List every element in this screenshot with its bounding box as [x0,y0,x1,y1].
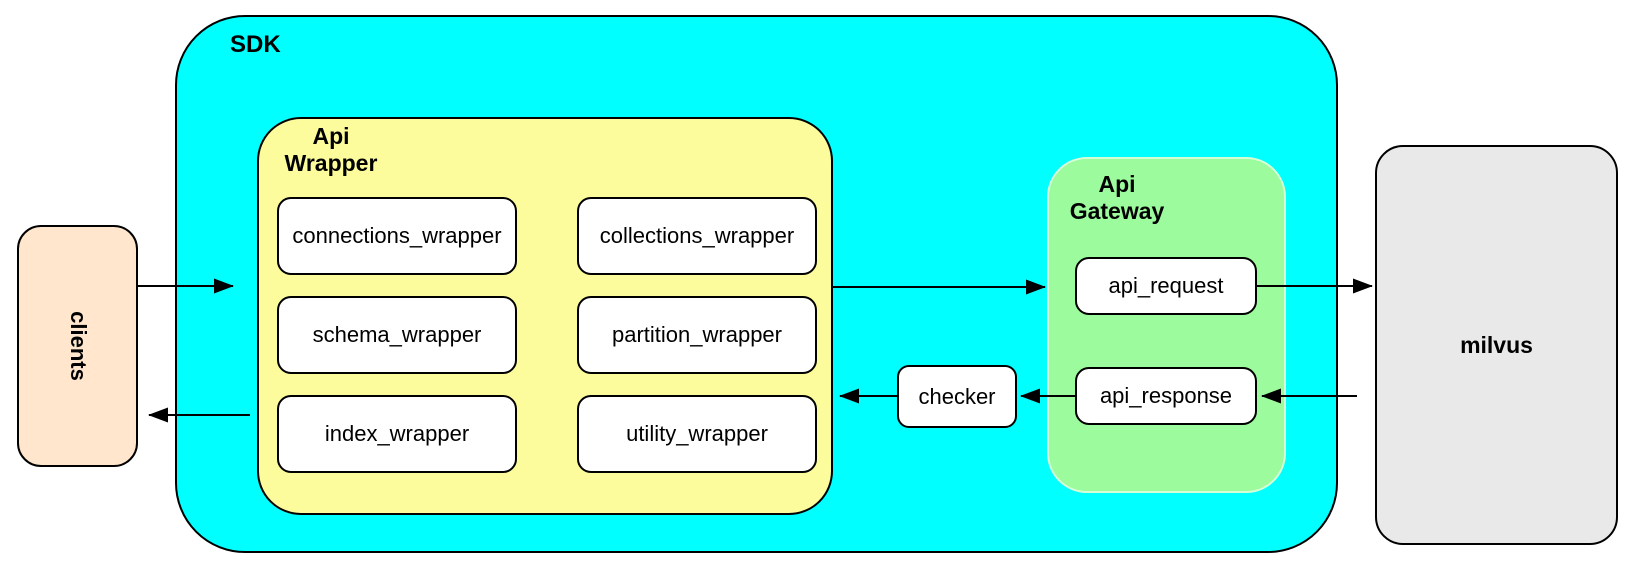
sdk-label: SDK [230,31,281,58]
api-gateway-label-line1: Api [1098,171,1136,197]
milvus-label: milvus [1460,331,1533,358]
api-wrapper-label: Api Wrapper [275,123,387,177]
node-connections-wrapper: connections_wrapper [277,197,517,275]
node-index-wrapper: index_wrapper [277,395,517,473]
node-api-response: api_response [1075,367,1257,425]
node-checker: checker [897,365,1017,428]
clients-label: clients [65,311,91,381]
node-api-request: api_request [1075,257,1257,315]
api-wrapper-label-line2: Wrapper [284,150,378,176]
node-schema-wrapper: schema_wrapper [277,296,517,374]
api-wrapper-label-line1: Api [312,123,350,149]
node-collections-wrapper: collections_wrapper [577,197,817,275]
api-gateway-label-line2: Gateway [1069,198,1165,224]
api-gateway-container [1047,157,1286,493]
node-clients: clients [17,225,138,467]
node-utility-wrapper: utility_wrapper [577,395,817,473]
node-partition-wrapper: partition_wrapper [577,296,817,374]
node-milvus: milvus [1375,145,1618,545]
api-gateway-label: Api Gateway [1060,171,1174,225]
